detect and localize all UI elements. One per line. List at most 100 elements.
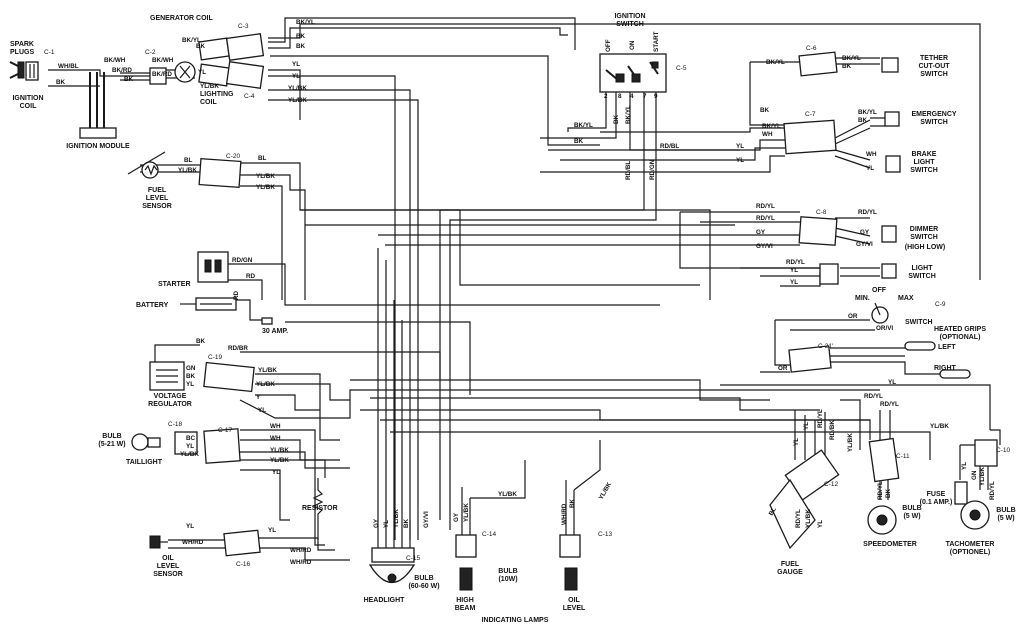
wire-label: BK/YL — [842, 55, 861, 62]
connector-c18: C-18 — [168, 421, 182, 428]
wire-label: YL — [961, 462, 968, 470]
wire-label: YL/BK — [930, 423, 949, 430]
wire-label: WH — [866, 151, 877, 158]
wire-label: YL/BK — [270, 457, 289, 464]
connector-c17: C-17 — [218, 427, 232, 434]
oil-sensor-part — [149, 529, 261, 557]
high-low-label: (HIGH LOW) — [905, 244, 945, 251]
wire-label: WH — [270, 435, 281, 442]
wire-label: BK — [574, 138, 584, 145]
connector-c11: C-11 — [896, 453, 910, 460]
connector-c15: C-15 — [406, 555, 420, 562]
grips-off-label: OFF — [872, 287, 887, 294]
tachometer-part — [954, 439, 998, 530]
connector-c12: C-12 — [824, 481, 838, 488]
switch-pin: 4 — [630, 93, 634, 100]
wire-label: BK/YL — [625, 105, 632, 124]
ignition-module — [79, 127, 117, 139]
connector-c9: C-9 — [935, 301, 946, 308]
wire-label: RD/YL — [786, 259, 805, 266]
generator-coil-label: GENERATOR COIL — [150, 15, 213, 22]
connector-c6: C-6 — [806, 45, 817, 52]
wire-label: BC — [186, 435, 196, 442]
wire-label: BK — [124, 76, 134, 83]
wire-label: OR — [848, 313, 858, 320]
wire-label: BK — [296, 33, 306, 40]
wire-label: YL/BK — [498, 491, 517, 498]
left-label: LEFT — [938, 344, 956, 351]
wire-label: WH/RD — [182, 539, 204, 546]
spark-plugs — [9, 61, 39, 81]
wire-label: BK/YL — [858, 109, 877, 116]
wire-label: BK — [858, 117, 868, 124]
taillight-part — [131, 428, 241, 464]
wire-label: WH — [270, 423, 281, 430]
light-switch-part — [819, 263, 897, 285]
heated-grips-part — [788, 341, 971, 379]
heated-grips-label: HEATED GRIPS(OPTIONAL) — [934, 326, 986, 341]
wire-label: YL — [258, 407, 266, 414]
connector-c14: C-14 — [482, 531, 496, 538]
wire-label: BK — [56, 79, 66, 86]
wire-label: YL — [186, 381, 194, 388]
tachometer-label: TACHOMETER(OPTIONEL) — [946, 541, 995, 556]
taillight-label: TAILLIGHT — [126, 459, 163, 466]
wire-label: BK/WH — [104, 57, 126, 64]
wire-label: YL — [383, 520, 390, 528]
connector-c2: C-2 — [145, 49, 156, 56]
connector-labels: C-1 C-2 C-3 C-4 C-5 C-6 C-7 C-8 C-9 C-10… — [44, 23, 1010, 568]
wire-label: YL/BK — [180, 451, 199, 458]
wire-label: BK/YL — [574, 122, 593, 129]
wire-label: Y — [256, 394, 261, 401]
wire-label: BK — [196, 43, 206, 50]
wire-label: GY — [373, 518, 380, 528]
wire-label: YL — [736, 157, 744, 164]
wire-label: GY/VI — [423, 511, 430, 528]
grips-max-label: MAX — [898, 295, 914, 302]
wire-label: GN — [971, 470, 978, 480]
starter-label: STARTER — [158, 281, 191, 288]
wire-label: GY/VI — [856, 241, 873, 248]
wire-label: YL — [793, 438, 800, 446]
wire-label: BK/YL — [296, 19, 315, 26]
wire-label: RD — [233, 290, 240, 300]
ignition-module-label: IGNITION MODULE — [66, 143, 130, 150]
connector-c20: C-20 — [226, 153, 240, 160]
wire-label: RD/YL — [877, 481, 884, 500]
wire-label: YL — [817, 520, 824, 528]
connector-c21: C-21' — [818, 343, 833, 350]
battery-label: BATTERY — [136, 302, 169, 309]
wire-label: BK — [569, 498, 576, 508]
wire-label: YL — [272, 469, 280, 476]
wire-label: RD/GN — [649, 159, 656, 180]
wire-harness — [48, 17, 1001, 561]
connector-c19: C-19 — [208, 354, 222, 361]
wire-label: YL/BK — [178, 167, 197, 174]
grips-switch-label: SWITCH — [905, 319, 933, 326]
wire-label: GY — [756, 229, 766, 236]
wire-label: YL/BK — [805, 509, 812, 528]
wire-label: RD/GN — [232, 257, 253, 264]
tether-switch-connector — [798, 51, 899, 77]
generator-coil-connectors — [149, 33, 265, 89]
wire-label: YL — [268, 527, 276, 534]
wire-label: BK — [186, 373, 196, 380]
wire-label: RD/YL — [864, 393, 883, 400]
wire-label: RD/YL — [989, 481, 996, 500]
resistor-label: RESISTOR — [302, 505, 338, 512]
switch-off-label: OFF — [605, 39, 612, 52]
connector-c4: C-4 — [244, 93, 255, 100]
wire-label: YL — [186, 443, 194, 450]
wire-label: RD/YL — [858, 209, 877, 216]
wire-label: YL/BK — [979, 467, 986, 486]
grips-switch — [871, 302, 889, 324]
wire-label: YL/BK — [847, 433, 854, 452]
wire-label: YL/BK — [256, 381, 275, 388]
wire-label: YL/BK — [256, 184, 275, 191]
